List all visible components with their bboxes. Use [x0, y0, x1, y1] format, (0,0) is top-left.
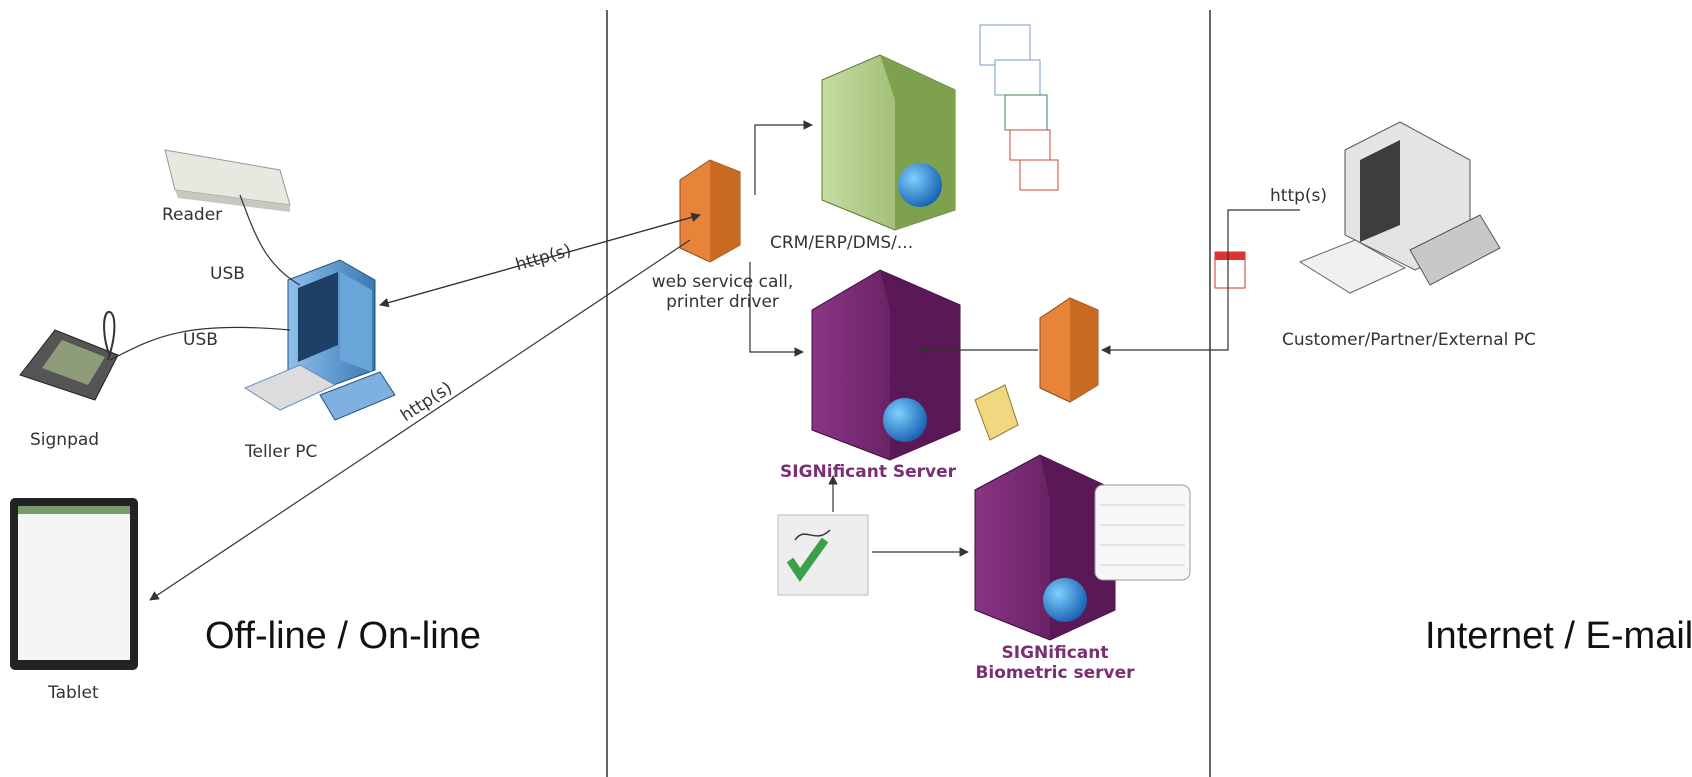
label-teller-pc: Teller PC [245, 442, 318, 462]
label-usb-signpad: USB [183, 330, 218, 350]
label-usb-reader: USB [210, 264, 245, 284]
tablet-device-icon [10, 498, 138, 670]
label-web-service-line2: printer driver [666, 292, 779, 312]
label-biometric-line2: Biometric server [975, 663, 1135, 683]
label-significant-server: SIGNificant Server [780, 462, 957, 482]
label-biometric-server: SIGNificant Biometric server [960, 643, 1150, 683]
documents-stack-icon [979, 24, 1059, 191]
label-biometric-line1: SIGNificant [1001, 643, 1109, 663]
reader-device-icon [164, 149, 291, 212]
label-customer-pc: Customer/Partner/External PC [1282, 330, 1536, 350]
label-tablet: Tablet [48, 683, 99, 703]
firewall-right-icon [1039, 297, 1099, 403]
http-tablet-arrow [149, 239, 691, 601]
firewall-top-icon [679, 159, 741, 263]
pdf-document-icon [1214, 251, 1246, 289]
usb-signpad-line [109, 326, 291, 361]
customer-to-fw-arrow [1101, 209, 1300, 355]
usb-reader-line [239, 194, 301, 286]
teller-pc-icon [243, 259, 396, 421]
signature-database-icon [1094, 484, 1191, 581]
token-device-icon [974, 384, 1019, 441]
biometric-server-icon [974, 454, 1116, 641]
label-zone-offline: Off-line / On-line [205, 615, 481, 657]
label-signpad: Signpad [30, 430, 100, 450]
label-zone-internet: Internet / E-mail [1425, 615, 1692, 657]
label-reader: Reader [162, 205, 223, 225]
crm-server-icon [821, 54, 956, 231]
fw-to-server-arrow [749, 262, 804, 357]
label-crm: CRM/ERP/DMS/... [770, 233, 914, 253]
label-web-service: web service call, printer driver [645, 272, 800, 312]
customer-pc-icon [1298, 121, 1501, 294]
fw-to-crm-arrow [754, 120, 813, 195]
label-web-service-line1: web service call, [651, 272, 794, 292]
signature-validation-icon [777, 514, 869, 596]
http-teller-arrow-back [379, 212, 701, 306]
label-http-customer: http(s) [1270, 186, 1328, 206]
significant-server-icon [811, 269, 961, 461]
signpad-device-icon [19, 311, 119, 401]
